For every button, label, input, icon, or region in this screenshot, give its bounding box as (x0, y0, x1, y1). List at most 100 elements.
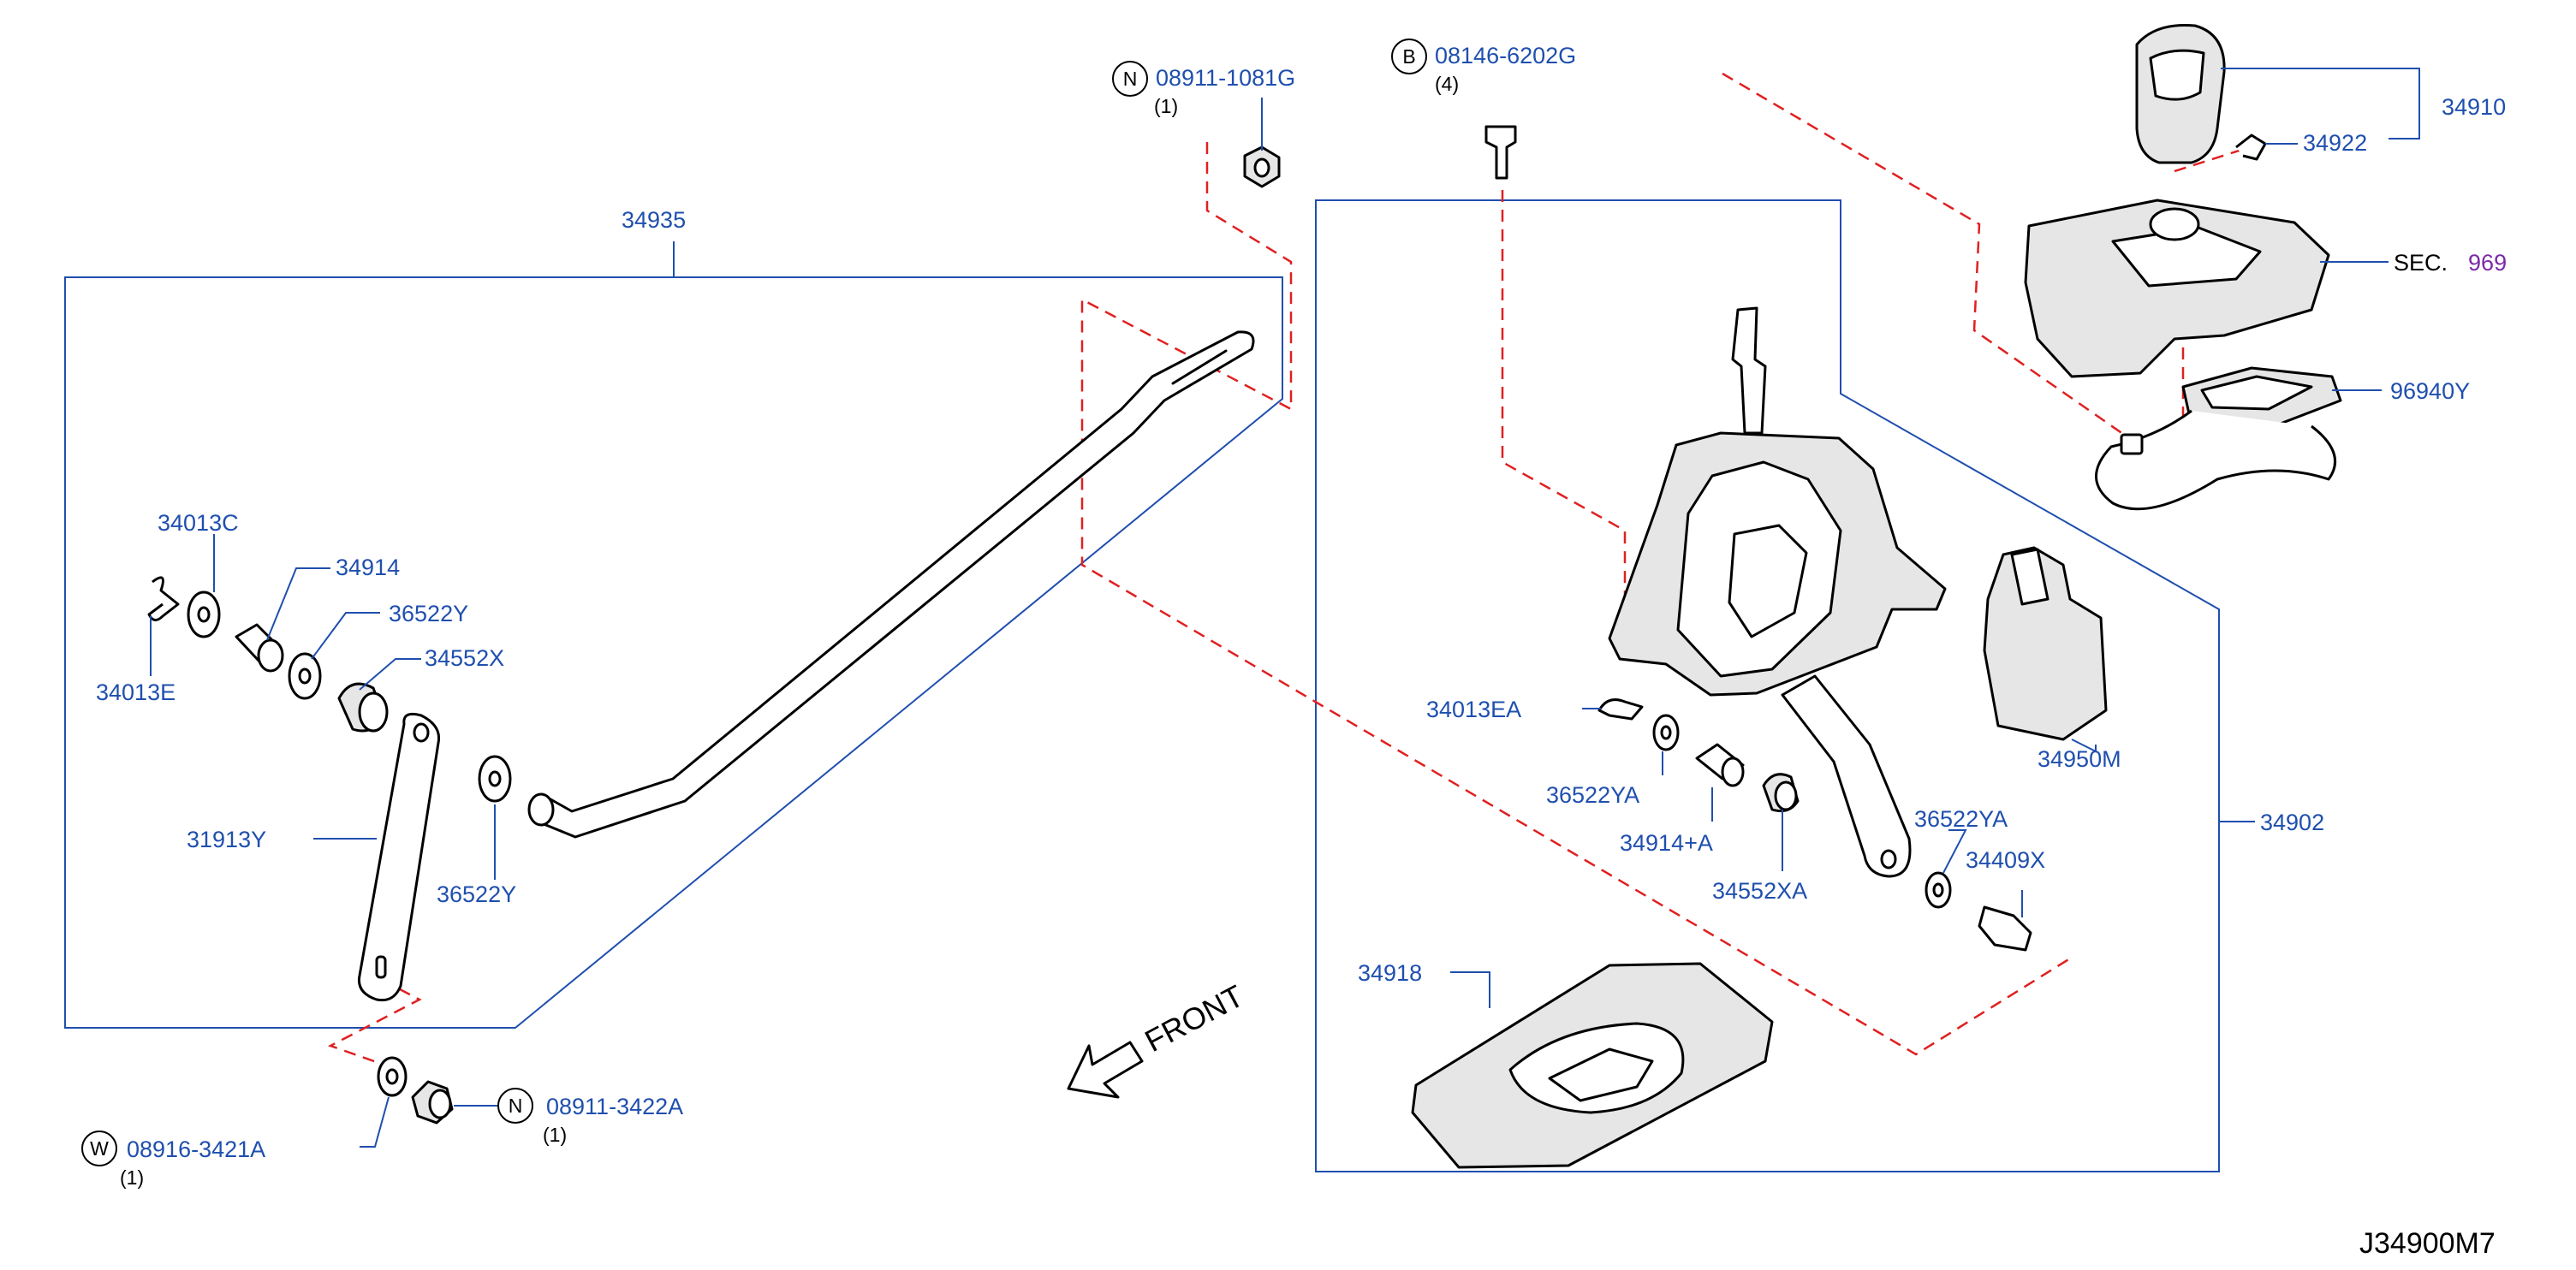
section-reference: SEC. 969 (2394, 250, 2507, 276)
link-31913Y-slot (375, 955, 387, 979)
left-parts (147, 145, 1281, 1125)
guide-nut-top (1080, 142, 2071, 1056)
knob-clip-34922 (2235, 134, 2267, 161)
label-34552XA: 34552XA (1712, 878, 1807, 904)
lead-34918 (1450, 971, 1490, 1008)
shifter-arm (1781, 674, 1912, 878)
qty-b: (4) (1435, 73, 1459, 95)
label-36522YA-right: 36522YA (1914, 806, 2008, 832)
label-96940Y: 96940Y (2390, 378, 2470, 404)
diagram-id: J34900M7 (2359, 1227, 2496, 1260)
bushing-34914A-face (1721, 757, 1745, 787)
indicator-96940Y-face (2200, 375, 2313, 411)
callout-letter-n2: N (509, 1095, 523, 1117)
callout-letter-n1: N (1123, 68, 1138, 90)
callout-circle-b (1391, 39, 1427, 74)
shifter-arm-hole (1880, 849, 1897, 869)
label-36522Y-top: 36522Y (389, 601, 468, 626)
lead-36522YA-right (1942, 829, 1967, 874)
solenoid-34950M (1983, 546, 2108, 741)
label-31913Y: 31913Y (187, 827, 266, 852)
grommet-34552X-face (358, 691, 389, 733)
label-08916-3421A: 08916-3421A (127, 1136, 265, 1162)
frame-34902 (1315, 199, 2220, 1172)
console-trim (2024, 199, 2330, 378)
label-34922: 34922 (2303, 130, 2367, 156)
section-number: 969 (2468, 250, 2507, 276)
shifter-assembly-34902 (1411, 125, 2108, 1169)
label-08911-1081G: 08911-1081G (1156, 65, 1295, 91)
bushing-34914-face (257, 638, 284, 673)
frame-34935 (64, 276, 1283, 1029)
washer-36522Y-bot-hole (488, 770, 502, 787)
label-34013C: 34013C (158, 510, 239, 536)
qty-n1: (1) (1154, 95, 1178, 117)
upper-right-parts (2024, 23, 2342, 511)
washer-36522YA-left-hole (1660, 725, 1672, 740)
assembly-frames (64, 199, 2220, 1172)
guide-knob (1722, 72, 2150, 454)
callout-letter-w: W (90, 1137, 109, 1160)
dashed-guide-lines (327, 72, 2251, 1066)
leader-lines (150, 68, 2420, 1148)
shift-lever (1731, 306, 1767, 435)
label-34935: 34935 (622, 207, 686, 233)
boot-34918-insert (1548, 1047, 1654, 1102)
knob-34910-face (2149, 49, 2205, 101)
lead-34910 (2221, 68, 2420, 139)
front-indicator: FRONT (1067, 978, 1250, 1099)
front-label: FRONT (1139, 978, 1250, 1059)
label-34409X: 34409X (1966, 847, 2045, 873)
label-34950M: 34950M (2038, 746, 2121, 772)
link-31913Y-hole-top (413, 722, 430, 743)
washer-36522YA-right-hole (1932, 882, 1944, 898)
clip-34013EA (1597, 698, 1644, 721)
lead-34950M (2071, 739, 2097, 753)
shift-rod-end (527, 792, 555, 827)
washer-36522Y-top-hole (298, 668, 312, 685)
grommet-34552XA-face (1774, 780, 1798, 811)
lead-36522Y-top (311, 612, 380, 660)
shift-rod-34935 (527, 330, 1255, 839)
label-34918: 34918 (1358, 960, 1422, 986)
callout-letter-b: B (1402, 45, 1415, 68)
link-31913Y (357, 712, 441, 1002)
label-36522YA-left: 36522YA (1546, 782, 1639, 808)
shifter-detent (1728, 524, 1808, 638)
label-34013EA: 34013EA (1426, 697, 1521, 722)
shift-rod-slot (1171, 349, 1228, 385)
nut-08911-3422A-face (428, 1089, 452, 1119)
guide-link-end (327, 978, 422, 1066)
lead-34552X (359, 658, 421, 691)
section-label: SEC. (2394, 250, 2448, 276)
label-34914A: 34914+A (1620, 830, 1713, 856)
console-trim-knob (2149, 207, 2200, 241)
lead-08916-3421A (360, 1096, 390, 1148)
label-34013E: 34013E (96, 680, 176, 705)
label-34552X: 34552X (425, 645, 504, 671)
nut-08911-1081G-hole (1253, 157, 1270, 178)
washer-34013C-hole (197, 606, 211, 623)
quantity-notes: (1) (4) (1) (1) (120, 73, 1459, 1189)
callout-circle-n1 (1112, 61, 1148, 97)
guide-knob-clip (2174, 145, 2251, 173)
label-08146-6202G: 08146-6202G (1435, 43, 1576, 68)
part-labels: 34935 34013C 34914 36522Y 34552X 34013E … (96, 43, 2506, 1162)
shift-rod (536, 330, 1255, 839)
solenoid-34950M-top (2010, 548, 2049, 606)
label-08911-3422A: 08911-3422A (546, 1094, 683, 1119)
bolt-08146-6202G (1484, 125, 1517, 180)
label-34910: 34910 (2442, 94, 2506, 120)
label-34902: 34902 (2260, 810, 2324, 835)
front-arrow-icon (1067, 1041, 1144, 1099)
washer-08916-3421A-hole (385, 1068, 399, 1085)
snap-pin-34013E (147, 576, 180, 621)
qty-n2: (1) (543, 1124, 567, 1146)
label-36522Y-bot: 36522Y (437, 881, 516, 907)
qty-w: (1) (120, 1166, 144, 1189)
callout-circle-w (81, 1131, 117, 1166)
pin-34409X (1978, 905, 2032, 952)
callout-circle-n2 (497, 1088, 533, 1124)
lead-34914 (266, 567, 330, 641)
